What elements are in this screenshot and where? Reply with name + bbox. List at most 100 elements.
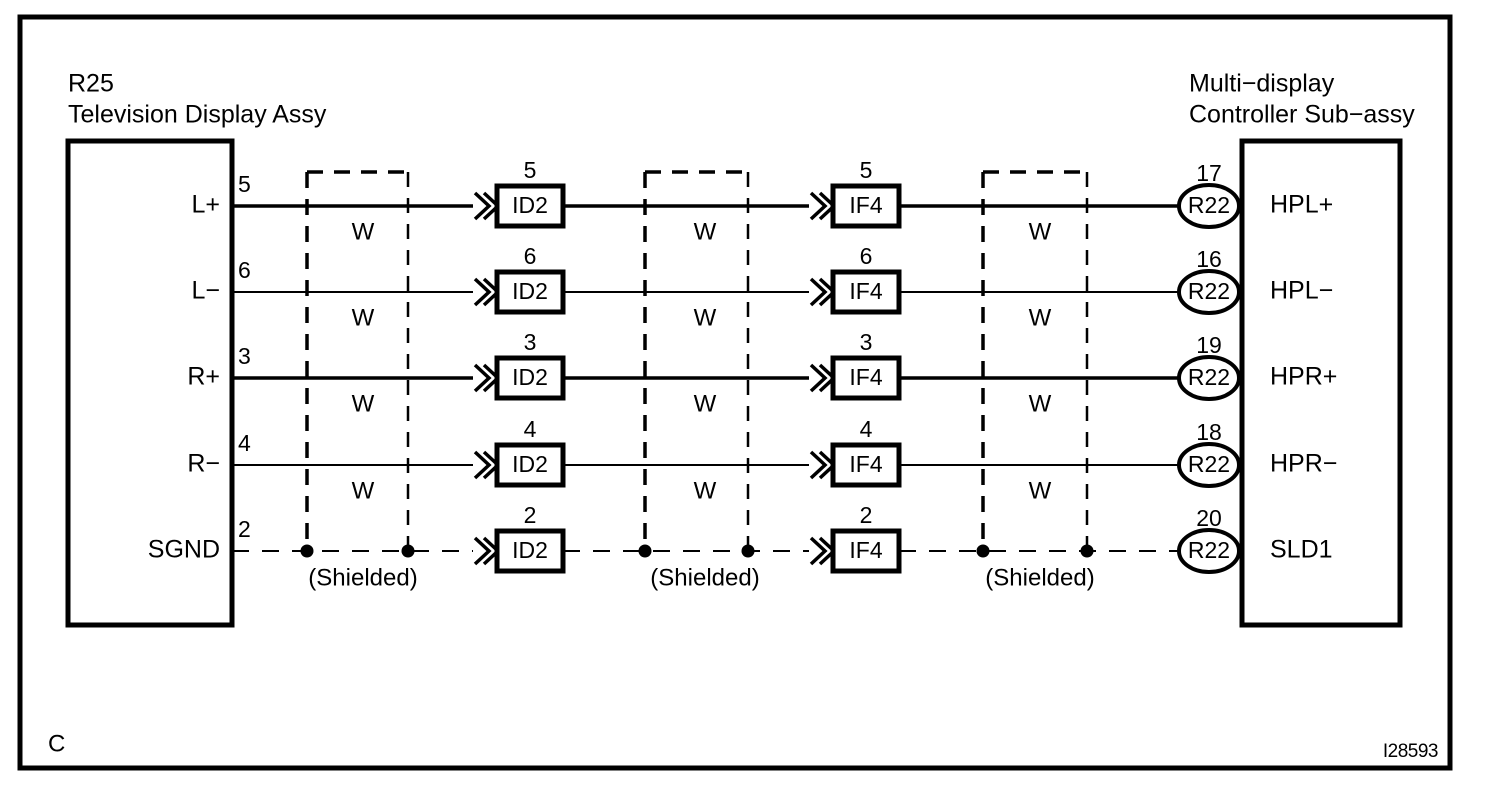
left-connector-outline[interactable] (65, 138, 235, 628)
terminal-oval[interactable] (1177, 355, 1241, 401)
left-pin-number-row-r-minus: 4 (238, 430, 251, 456)
figure-code-label: I28593 (1383, 741, 1438, 762)
inline-connector-box[interactable] (830, 528, 902, 574)
right-terminal-row-l-minus[interactable]: R22 (1177, 269, 1241, 315)
corner-label: C (48, 730, 65, 757)
right-pin-number-row-l-minus: 16 (1196, 246, 1222, 272)
wires-layer (232, 204, 1179, 552)
wire-color-row-r-minus-seg1: W (352, 477, 375, 504)
terminal-oval[interactable] (1177, 442, 1241, 488)
inline-connector-pin-number: 3 (860, 329, 873, 355)
terminal-oval[interactable] (1177, 183, 1241, 229)
inline-connector-box[interactable] (494, 442, 566, 488)
inline-connector-pin-number: 4 (524, 416, 537, 442)
outer-frame (17, 14, 1453, 771)
inline-connector-label: ID2 (512, 192, 548, 218)
inline-connector-box[interactable] (494, 528, 566, 574)
inline-connector-pin-number: 5 (860, 157, 873, 183)
inline-connector-pin-number: 4 (860, 416, 873, 442)
left-pin-name-row-l-minus: L− (191, 277, 220, 305)
inline-connector-box[interactable] (830, 355, 902, 401)
chevron-1 (473, 277, 492, 307)
left-pin-name-row-l-plus: L+ (191, 191, 220, 219)
left-pin-name-row-r-plus: R+ (187, 363, 220, 391)
left-connector-name: Television Display Assy (68, 101, 327, 129)
inline-connector-label: ID2 (512, 451, 548, 477)
inline-connector-box[interactable] (830, 442, 902, 488)
right-terminal-row-r-minus[interactable]: R22 (1177, 442, 1241, 488)
wire-color-row-l-minus-seg3: W (1029, 304, 1052, 331)
right-terminal-name-row-r-minus: HPR− (1270, 450, 1337, 478)
right-pin-number-row-r-plus: 19 (1196, 332, 1222, 358)
wire-color-row-r-minus-seg2: W (694, 477, 717, 504)
inline-connector-box[interactable] (494, 183, 566, 229)
inline-connector-box[interactable] (494, 355, 566, 401)
right-terminal-row-l-plus[interactable]: R22 (1177, 183, 1241, 229)
inline-connector-pin-number: 6 (524, 243, 537, 269)
chevron-1 (809, 277, 828, 307)
terminal-oval[interactable] (1177, 528, 1241, 574)
right-connector-box[interactable] (1239, 138, 1403, 628)
chevron-1 (473, 191, 492, 221)
right-terminal-row-r-plus[interactable]: R22 (1177, 355, 1241, 401)
inline-connector-pin-number: 2 (524, 502, 537, 528)
terminal-code-label: R22 (1188, 364, 1230, 390)
inline-connector-box[interactable] (830, 269, 902, 315)
inline-connector-box[interactable] (494, 269, 566, 315)
left-connector-box[interactable] (65, 138, 235, 628)
left-pin-name-row-sgnd: SGND (148, 536, 220, 564)
wire-color-row-r-plus-seg3: W (1029, 390, 1052, 417)
right-terminal-name-row-l-plus: HPL+ (1270, 191, 1333, 219)
wire-color-row-l-plus-seg1: W (352, 218, 375, 245)
wire-color-row-l-minus-seg2: W (694, 304, 717, 331)
shield-group-1: (Shielded) (300, 170, 418, 591)
inline-connector-label: IF4 (849, 364, 882, 390)
inline-connector-label: ID2 (512, 364, 548, 390)
left-pin-number-row-sgnd: 2 (238, 516, 251, 542)
right-terminal-name-row-sgnd: SLD1 (1270, 536, 1333, 564)
left-pin-number-row-r-plus: 3 (238, 343, 251, 369)
shield-label: (Shielded) (308, 564, 417, 591)
inline-connector-pin-number: 5 (524, 157, 537, 183)
right-connector-outline[interactable] (1239, 138, 1403, 628)
inline-connector-label: IF4 (849, 537, 882, 563)
shield-group-2: (Shielded) (638, 170, 760, 591)
inline-connector-pin-number: 3 (524, 329, 537, 355)
right-terminal-row-sgnd[interactable]: R22 (1177, 528, 1241, 574)
inline-connector-label: IF4 (849, 451, 882, 477)
right-pin-number-row-r-minus: 18 (1196, 419, 1222, 445)
shield-group-3: (Shielded) (976, 170, 1095, 591)
left-connector-code: R25 (68, 70, 114, 98)
inline-connector-label: IF4 (849, 192, 882, 218)
terminal-oval[interactable] (1177, 269, 1241, 315)
left-pin-number-row-l-minus: 6 (238, 257, 251, 283)
right-terminal-name-row-r-plus: HPR+ (1270, 363, 1337, 391)
diagram-frame-border (17, 14, 1453, 771)
shield-ground-junction-right (401, 544, 415, 558)
inline-connector-label: IF4 (849, 278, 882, 304)
wire-color-row-r-minus-seg3: W (1029, 477, 1052, 504)
shield-label: (Shielded) (650, 564, 759, 591)
terminal-code-label: R22 (1188, 192, 1230, 218)
chevron-1 (809, 536, 828, 566)
inline-connector-label: ID2 (512, 537, 548, 563)
chevron-1 (473, 536, 492, 566)
inline-connector-label: ID2 (512, 278, 548, 304)
shield-groups-layer: (Shielded) (Shielded) (Shielded) (300, 170, 1095, 591)
inline-connector-box[interactable] (830, 183, 902, 229)
